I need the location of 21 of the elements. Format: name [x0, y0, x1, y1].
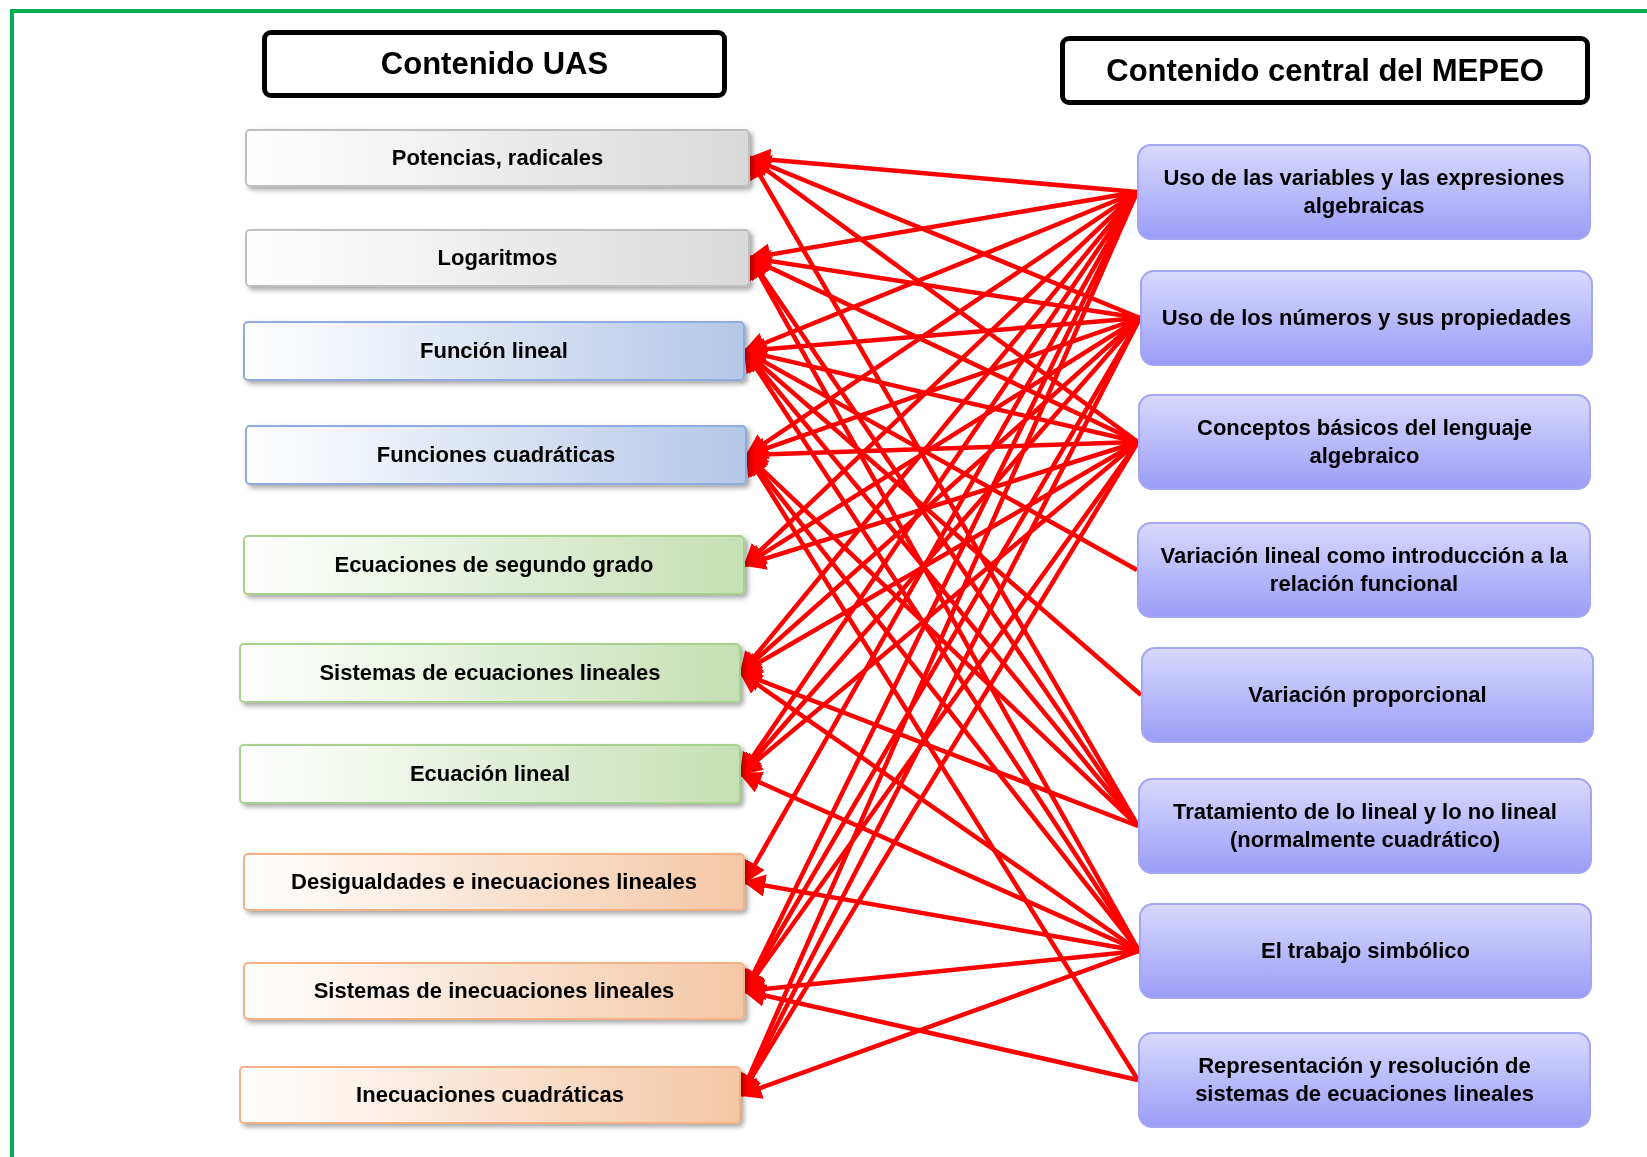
- content-box: Representación y resolución de sistemas de ecuaciones lineales: [1138, 1032, 1591, 1128]
- header-box: Contenido UAS: [262, 30, 727, 98]
- content-box: Variación lineal como introducción a la relación funcional: [1137, 522, 1591, 618]
- topic-box: Sistemas de inecuaciones lineales: [243, 962, 745, 1020]
- content-box: El trabajo simbólico: [1139, 903, 1592, 999]
- content-box: Uso de los números y sus propiedades: [1140, 270, 1593, 366]
- topic-box: Funciones cuadráticas: [245, 425, 747, 485]
- topic-box: Ecuación lineal: [239, 744, 741, 804]
- topic-box: Potencias, radicales: [245, 129, 750, 187]
- topic-box: Logaritmos: [245, 229, 750, 287]
- topic-box: Sistemas de ecuaciones lineales: [239, 643, 741, 703]
- header-box: Contenido central del MEPEO: [1060, 36, 1590, 105]
- topic-box: Ecuaciones de segundo grado: [243, 535, 745, 595]
- topic-box: Inecuaciones cuadráticas: [239, 1066, 741, 1124]
- topic-box: Desigualdades e inecuaciones lineales: [243, 853, 745, 911]
- topic-box: Función lineal: [243, 321, 745, 381]
- arrow: [742, 984, 1139, 1083]
- content-box: Uso de las variables y las expresiones algebraicas: [1137, 144, 1591, 240]
- content-box: Conceptos básicos del lenguaje algebraico: [1138, 394, 1591, 490]
- content-box: Tratamiento de lo lineal y lo no lineal (normalmente cuadrático): [1138, 778, 1592, 874]
- content-box: Variación proporcional: [1141, 647, 1594, 743]
